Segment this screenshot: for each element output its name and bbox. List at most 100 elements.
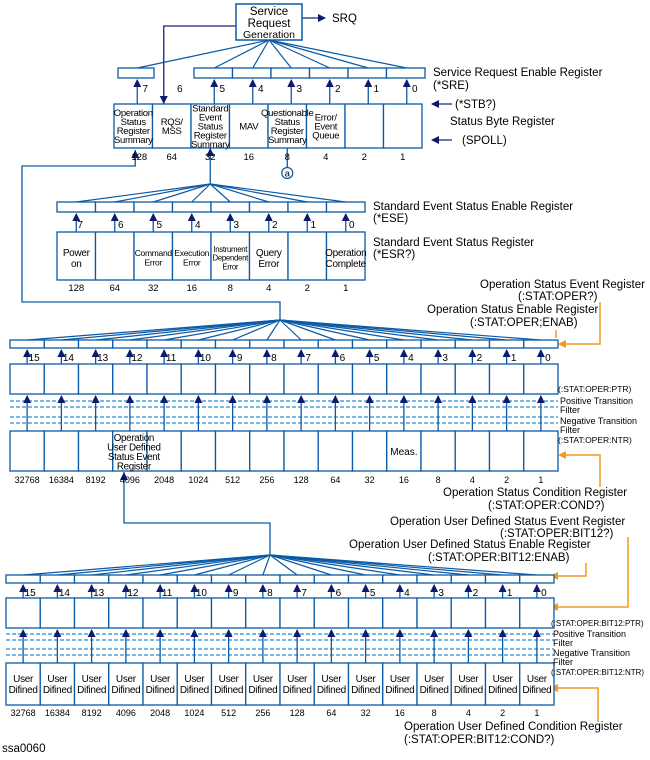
sre-command: (*SRE) bbox=[433, 80, 469, 92]
esr-cell bbox=[56, 231, 97, 281]
bit12-weight: 128 bbox=[290, 708, 305, 718]
bit12-event-cell bbox=[519, 597, 555, 629]
bit12-cell-label: Difined bbox=[9, 685, 38, 696]
status-byte-cell-label: Summary bbox=[268, 135, 307, 146]
bit12-cell-label: Difined bbox=[77, 685, 106, 696]
esr-cell-label: Error bbox=[222, 263, 239, 272]
register-boxes bbox=[5, 3, 559, 706]
oper-enable-bit-cell bbox=[214, 339, 251, 349]
oper-weight: 16384 bbox=[49, 475, 74, 485]
oper-weight: 4 bbox=[470, 475, 475, 485]
bit12-cell-label: User bbox=[150, 674, 171, 685]
bit12-weight: 4096 bbox=[116, 708, 136, 718]
oper-enable-bit-cell bbox=[249, 339, 285, 349]
oper-ntr-label: (:STAT:OPER:NTR) bbox=[558, 435, 632, 445]
bit12-weight: 8192 bbox=[82, 708, 102, 718]
oper-event-command: (:STAT:OPER?) bbox=[518, 291, 598, 303]
oper-bit-number: 1 bbox=[511, 353, 517, 364]
bit12-event-title: Operation User Defined Status Event Regi… bbox=[390, 516, 625, 528]
bit12-enable-bit-cell bbox=[39, 574, 76, 584]
sre-bit-number: 5 bbox=[219, 84, 225, 95]
oper-condition-cell bbox=[317, 430, 354, 472]
oper-condition-cell bbox=[283, 430, 319, 472]
oper-enable-command: (:STAT:OPER;ENAB) bbox=[470, 317, 578, 329]
bit12-event-cell bbox=[279, 597, 315, 629]
bit12-bit-number: 12 bbox=[127, 588, 139, 599]
oper-weight: 1024 bbox=[188, 475, 208, 485]
stb-query-label: (*STB?) bbox=[455, 99, 496, 111]
bit12-bit-number: 9 bbox=[233, 588, 239, 599]
bit12-enable-orange-link bbox=[552, 563, 587, 577]
esr-weight: 4 bbox=[266, 283, 271, 294]
oper-bit-number: 2 bbox=[477, 353, 483, 364]
bit12-cell-label: User bbox=[253, 674, 274, 685]
bit12-condition-cell bbox=[450, 662, 487, 706]
ese-fan-line bbox=[153, 183, 211, 203]
sre-fan-line bbox=[213, 39, 270, 69]
bit12-condition-command: (:STAT:OPER:BIT12:COND?) bbox=[404, 734, 555, 746]
status-byte-weight: 4 bbox=[323, 152, 328, 163]
oper-enable-bit-cell bbox=[420, 339, 456, 349]
bit12-weight: 32768 bbox=[11, 708, 36, 718]
oper-enable-bit-cell bbox=[9, 339, 45, 349]
oper-event-cell bbox=[9, 363, 45, 395]
questionable-marker bbox=[281, 166, 294, 180]
bit12-weight: 32 bbox=[361, 708, 371, 718]
bit12-enable-bit-cell bbox=[142, 574, 178, 584]
esr-cell bbox=[325, 231, 366, 281]
oper-event-cell bbox=[488, 363, 525, 395]
bit12-enable-bit-cell bbox=[416, 574, 452, 584]
ese-bit-number: 0 bbox=[349, 220, 355, 231]
bit12-fan-line bbox=[228, 554, 271, 576]
status-byte-cell-label: Status bbox=[275, 117, 301, 128]
oper-condition-cell bbox=[9, 430, 45, 472]
sre-bit-cell bbox=[347, 67, 388, 79]
bit12-condition-cell bbox=[313, 662, 350, 706]
bit12-cell-label: User bbox=[424, 674, 445, 685]
bit12-enable-bit-cell bbox=[347, 574, 384, 584]
oper-bit-number: 10 bbox=[200, 353, 212, 364]
esr-weight: 64 bbox=[109, 283, 120, 294]
oper-fan-line bbox=[279, 319, 336, 341]
oper-weight: 16 bbox=[399, 475, 409, 485]
bit12-enable-bit-cell bbox=[245, 574, 281, 584]
oper-weight: 512 bbox=[225, 475, 240, 485]
status-byte-cell-label: Queue bbox=[312, 130, 339, 141]
esr-cell-label: Query bbox=[256, 248, 282, 259]
bit12-fan-line bbox=[91, 554, 271, 576]
ese-fan-line bbox=[209, 183, 231, 203]
oper-bit-number: 5 bbox=[374, 353, 380, 364]
bit12-event-cell bbox=[450, 597, 487, 629]
oper-fan-line bbox=[61, 319, 281, 341]
bit12-cell-label: Difined bbox=[43, 685, 72, 696]
oper-event-orange-link bbox=[560, 302, 601, 345]
oper-event-cell bbox=[146, 363, 182, 395]
esr-cell bbox=[210, 231, 251, 281]
bit12-fan-line bbox=[262, 554, 271, 576]
oper-bit-number: 9 bbox=[237, 353, 243, 364]
oper-enable-bit-cell bbox=[43, 339, 80, 349]
sre-fan-line bbox=[268, 39, 331, 69]
oper-enable-bit-cell bbox=[523, 339, 559, 349]
bit12-cell-label: Difined bbox=[283, 685, 312, 696]
oper-bit-number: 14 bbox=[63, 353, 75, 364]
oper-user-defined-label: Status Event bbox=[108, 452, 161, 463]
bit12-cell-label: User bbox=[184, 674, 205, 685]
bit12-cell-label: Difined bbox=[522, 685, 551, 696]
rqs-arrowhead bbox=[159, 96, 168, 104]
status-byte-cell-label: RQS/ bbox=[161, 117, 184, 128]
bit12-cell-label: User bbox=[390, 674, 411, 685]
oper-event-cell bbox=[454, 363, 491, 395]
oper-user-defined-label: User Defined bbox=[107, 443, 161, 454]
oper-fan-line bbox=[279, 319, 302, 341]
oper-event-cell bbox=[249, 363, 285, 395]
bit12-event-cell bbox=[39, 597, 76, 629]
status-byte-cell-label: Status bbox=[121, 117, 147, 128]
oper-condition-cell bbox=[420, 430, 456, 472]
ese-bit-cell bbox=[56, 201, 97, 213]
oper-meas-label: Meas. bbox=[390, 447, 417, 458]
esr-cell bbox=[248, 231, 289, 281]
bit12-bit-number: 5 bbox=[370, 588, 376, 599]
bit12-cell-label: User bbox=[13, 674, 34, 685]
bit12-bit-number: 0 bbox=[541, 588, 547, 599]
